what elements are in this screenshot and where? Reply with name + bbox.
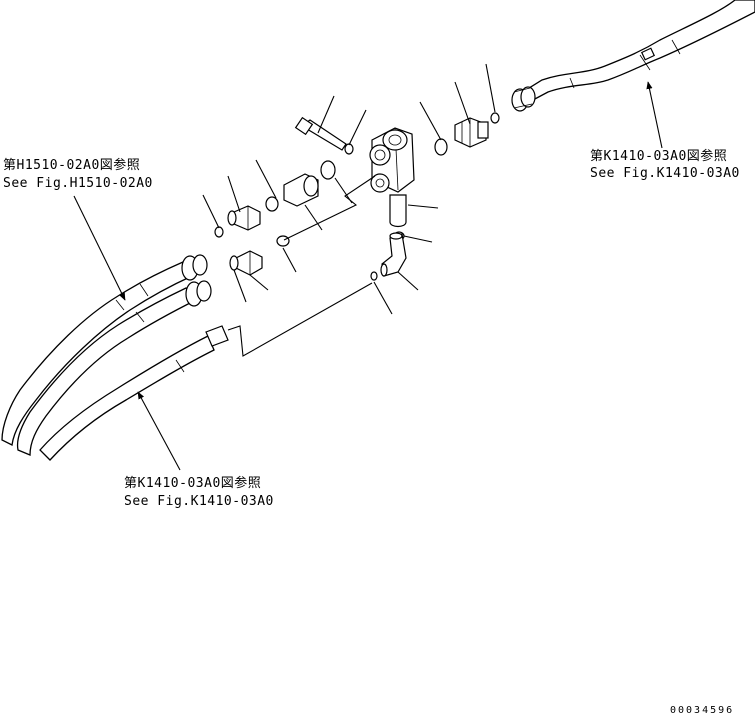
elbow-fitting [380,232,407,277]
ref-upper-left-en: See Fig.H1510-02A0 [3,176,153,191]
adaptor-upper [454,117,489,148]
bolt [294,116,347,151]
upper-right-hose-fitting [511,86,536,112]
connector-lower-left [229,250,263,276]
leader-lines [202,63,496,357]
connector-upper-left [227,205,261,231]
valve-block [369,127,415,228]
ref-upper-right-en: See Fig.K1410-03A0 [590,166,740,181]
ref-upper-left-jp: 第H1510-02A0図参照 [3,157,140,173]
arrow-lower [137,391,181,471]
arrow-upper-right [646,81,663,149]
left-hoses [1,254,229,461]
drawing-number: 00034596 [670,705,734,716]
upper-right-hose [511,0,755,112]
ref-upper-right-jp: 第K1410-03A0図参照 [590,148,727,164]
ref-lower-jp: 第K1410-03A0図参照 [124,475,261,491]
coupling [283,173,319,207]
ref-lower-en: See Fig.K1410-03A0 [124,494,274,509]
arrow-upper-left [73,195,126,301]
